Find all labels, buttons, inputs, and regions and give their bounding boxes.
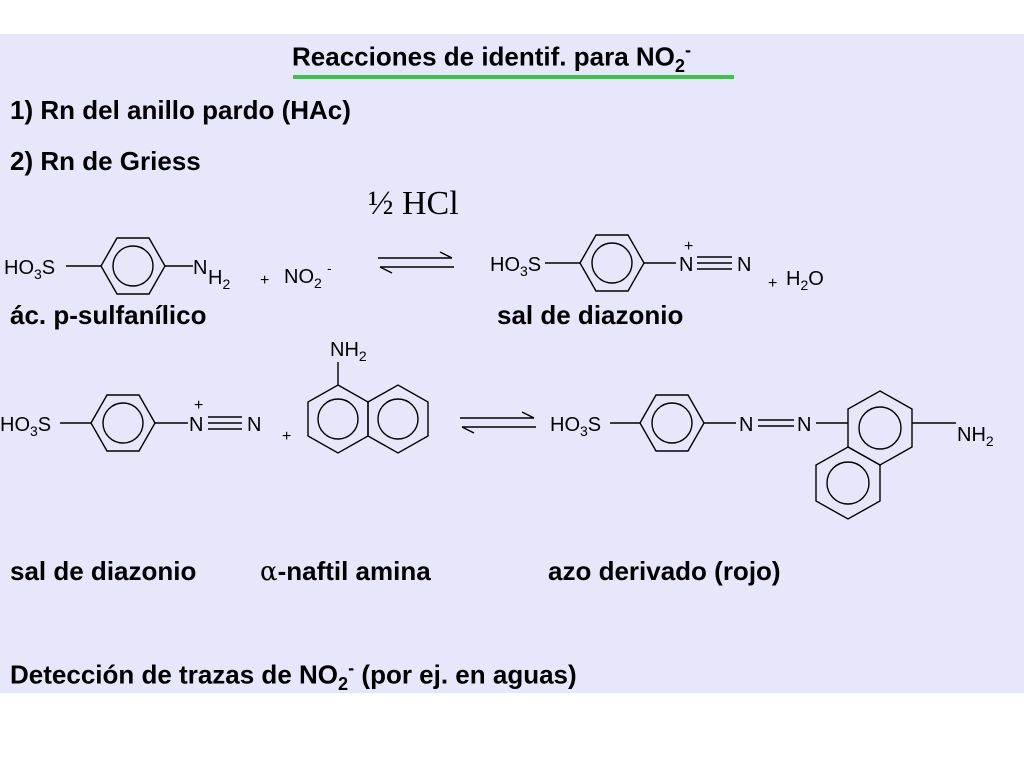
label-alpha-naphthylamine: α-naftil amina (260, 556, 431, 587)
naphthylamine-nh2: NH2 (330, 339, 367, 364)
water-molecule: H2O (786, 268, 824, 293)
diazonium-n-bottom: N (247, 414, 261, 436)
catalyst-label: ½ HCl (368, 185, 459, 222)
naphthalene-amine (307, 362, 429, 454)
item-brown-ring: 1) Rn del anillo pardo (HAc) (10, 95, 351, 125)
plus-sign-2: + (768, 275, 777, 292)
plus-sign-3: + (282, 428, 291, 445)
ho3s-sulfanilic: HO3S (4, 257, 55, 282)
ho3s-diazonium-bottom: HO3S (0, 414, 51, 439)
item-griess: 2) Rn de Griess (10, 146, 201, 176)
diazonium-charge-top: + (684, 238, 693, 255)
diazonium-charge-bottom: + (194, 397, 203, 414)
equilibrium-arrow-bottom (460, 411, 536, 434)
azo-n-left: N (739, 414, 753, 436)
label-diazonium-salt-top: sal de diazonio (497, 300, 684, 330)
slide-title: Reacciones de identif. para NO2- (292, 40, 692, 76)
diazonium-n-plus-bottom: N (189, 414, 203, 436)
diazonium-n-plus-top: N (679, 254, 693, 276)
azo-nh2: NH2 (957, 424, 994, 449)
benzene-ring-diazonium-bottom (90, 394, 156, 452)
slide-background (0, 34, 1024, 693)
ho3s-diazonium-top: HO3S (490, 254, 541, 279)
benzene-ring-azo (639, 394, 705, 452)
diazonium-n-top: N (737, 254, 751, 276)
plus-sign-1: + (260, 272, 269, 289)
benzene-ring-sulfanilic (100, 237, 166, 295)
amine-n-sulfanilic: N (193, 257, 207, 279)
label-azo-derivative: azo derivado (rojo) (548, 556, 781, 586)
title-underline (293, 75, 734, 79)
equilibrium-arrow-top (378, 251, 454, 274)
naphthalene-azo (815, 390, 956, 520)
benzene-ring-diazonium-top (579, 234, 645, 292)
azo-n-right: N (797, 414, 811, 436)
label-sulfanilic-acid: ác. p-sulfanílico (10, 300, 207, 330)
amine-h2-sulfanilic: H2 (208, 267, 230, 292)
nitrite-charge: - (327, 260, 332, 276)
footer-text: Detección de trazas de NO2- (por ej. en … (10, 658, 577, 694)
nitrite-ion: NO2 (284, 266, 322, 291)
label-diazonium-salt-bottom: sal de diazonio (10, 556, 197, 586)
ho3s-azo: HO3S (550, 414, 601, 439)
